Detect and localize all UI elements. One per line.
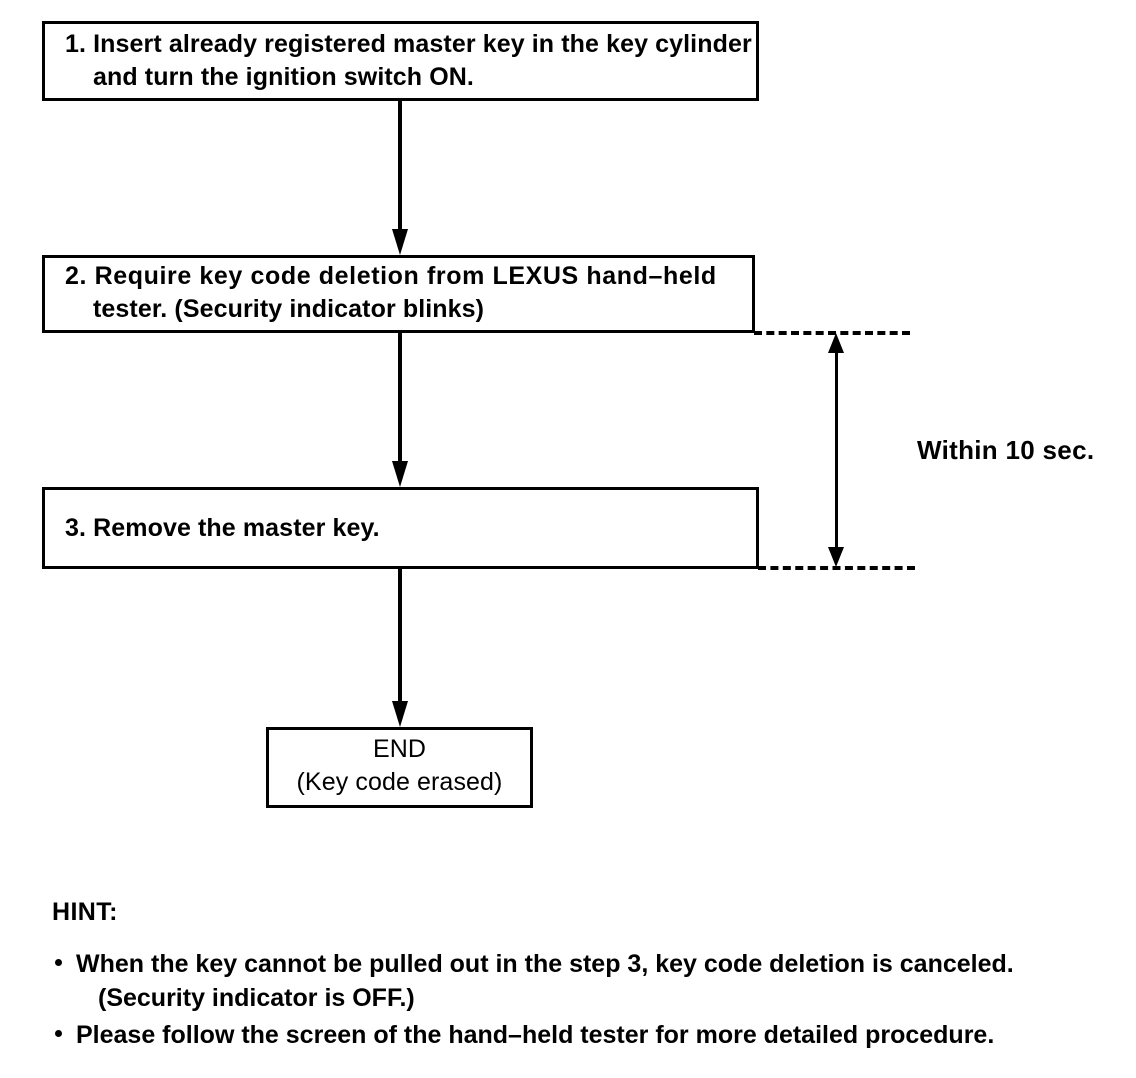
step-1-line-2: and turn the ignition switch ON.	[93, 63, 474, 91]
hint-section: HINT: When the key cannot be pulled out …	[52, 898, 1092, 1055]
connector-arrow-step2-to-step3	[392, 333, 408, 487]
hint-item-1-text: When the key cannot be pulled out in the…	[76, 950, 1014, 978]
arrow-stem	[398, 569, 402, 703]
end-box-line-1: END	[372, 735, 427, 763]
flowchart-step-1-box: 1. Insert already registered master key …	[42, 21, 759, 101]
step-1-line-1: 1. Insert already registered master key …	[65, 30, 752, 58]
arrow-head-down-icon	[392, 701, 408, 727]
connector-arrow-step1-to-step2	[392, 101, 408, 255]
hint-list-item: When the key cannot be pulled out in the…	[52, 947, 1092, 1015]
arrow-head-down-icon	[392, 229, 408, 255]
flowchart-step-2-box: 2. Require key code deletion from LEXUS …	[42, 255, 755, 333]
end-box-line-2: (Key code erased)	[296, 768, 503, 796]
timing-label: Within 10 sec.	[917, 435, 1095, 465]
arrow-head-up-icon	[828, 333, 844, 353]
connector-arrow-step3-to-end	[392, 569, 408, 727]
flowchart-end-box: END (Key code erased)	[266, 727, 533, 808]
arrow-head-down-icon	[828, 547, 844, 567]
hint-item-2-text: Please follow the screen of the hand–hel…	[76, 1021, 995, 1049]
timing-dashed-line-bottom	[758, 566, 915, 570]
arrow-stem	[835, 347, 838, 553]
timing-double-arrow-icon	[828, 333, 845, 567]
arrow-stem	[398, 101, 402, 231]
arrow-stem	[398, 333, 402, 463]
bullet-icon	[55, 1030, 62, 1037]
hint-title: HINT:	[52, 898, 118, 926]
flowchart-step-3-box: 3. Remove the master key.	[42, 487, 759, 569]
bullet-icon	[55, 959, 62, 966]
step-3-line-1: 3. Remove the master key.	[65, 514, 380, 542]
hint-list-item: Please follow the screen of the hand–hel…	[52, 1018, 1092, 1052]
step-2-line-1: 2. Require key code deletion from LEXUS …	[65, 262, 717, 290]
step-2-line-2: tester. (Security indicator blinks)	[93, 295, 485, 323]
arrow-head-down-icon	[392, 461, 408, 487]
hint-item-1-subtext: (Security indicator is OFF.)	[98, 984, 415, 1012]
